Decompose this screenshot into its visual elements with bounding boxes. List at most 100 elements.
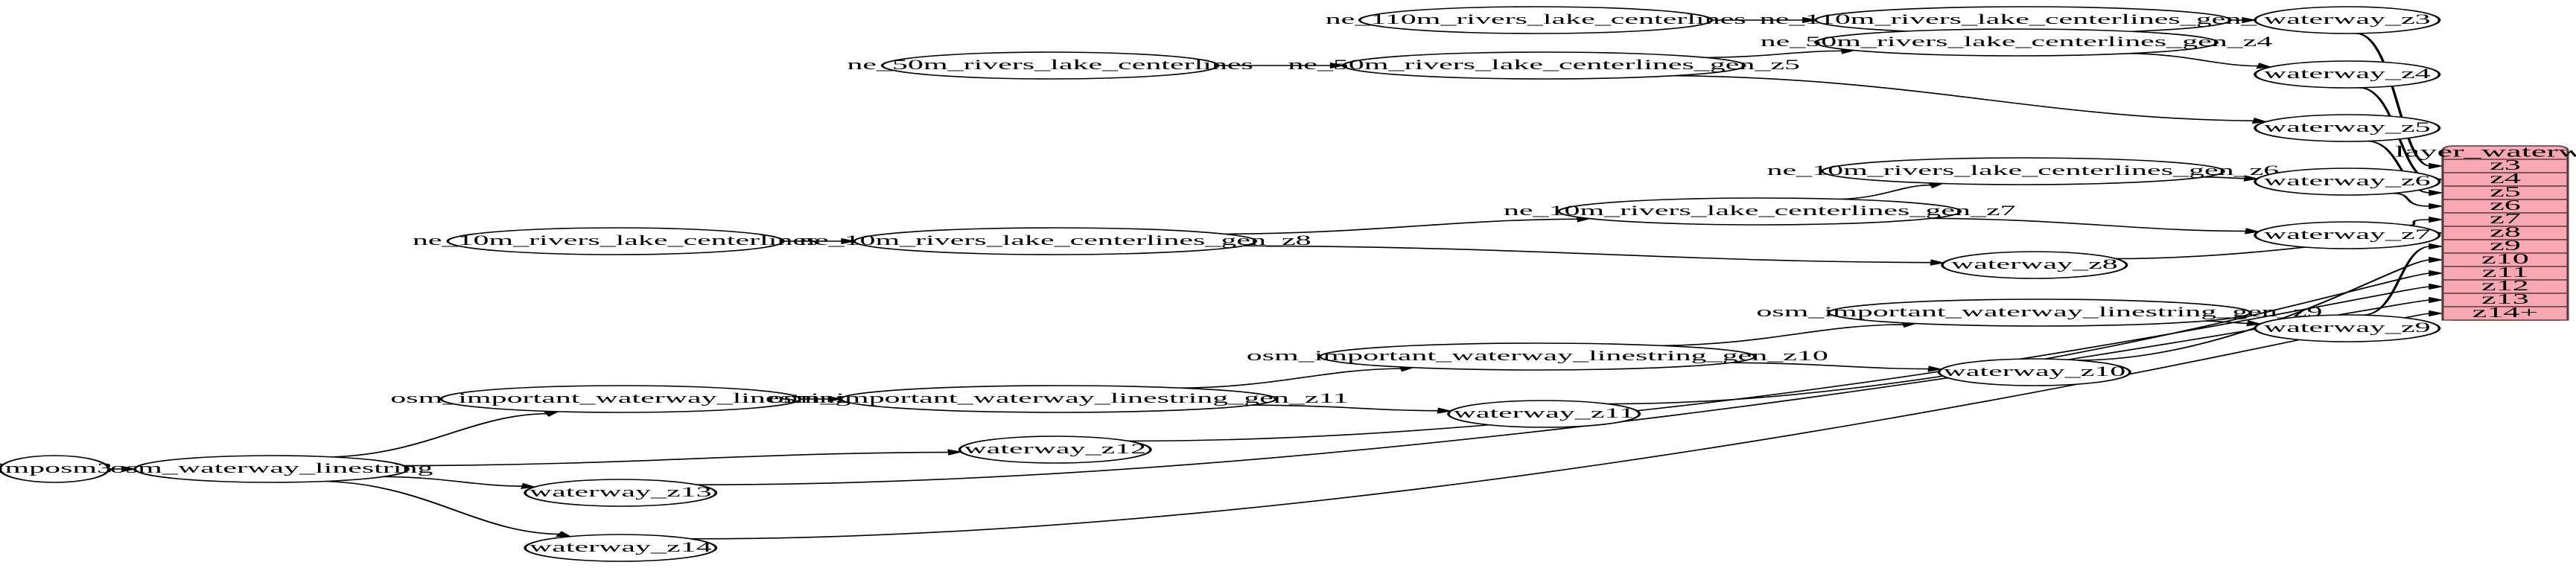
edge-arrowhead	[2245, 228, 2261, 234]
edge-osm_waterway_linestring-to-waterway_z13	[384, 476, 524, 487]
layer-table-header: layer_waterway	[2395, 143, 2576, 160]
edge-waterway_z9-to-layer_waterway-z9	[2362, 246, 2431, 316]
node-shape-ne_10m_rivers_lake_centerlines_gen_z7	[1557, 197, 1962, 226]
edge-arrowhead	[1329, 62, 1346, 69]
node-osm_important_waterway_linestring_gen_z11[interactable]: osm_important_waterway_linestring_gen_z1…	[768, 385, 1349, 413]
node-label-waterway_z3: waterway_z3	[2264, 12, 2431, 28]
node-osm_important_waterway_linestring_gen_z9[interactable]: osm_important_waterway_linestring_gen_z9	[1756, 299, 2322, 327]
node-label-ne_50m_rivers_lake_centerlines: ne_50m_rivers_lake_centerlines	[847, 57, 1253, 73]
node-osm_waterway_linestring[interactable]: osm_waterway_linestring	[110, 455, 433, 483]
node-waterway_z13[interactable]: waterway_z13	[524, 479, 718, 507]
node-waterway_z12[interactable]: waterway_z12	[958, 435, 1152, 464]
node-shape-waterway_z4	[2254, 60, 2441, 89]
node-shape-waterway_z3	[2254, 6, 2441, 34]
edge-osm_important_waterway_linestring_gen_z10-to-osm_important_waterway_linestring_gen_z9	[1662, 324, 1904, 347]
edge-arrowhead	[555, 531, 573, 537]
node-ne_110m_rivers_lake_centerlines_gen_z3[interactable]: ne_110m_rivers_lake_centerlines_gen_z3	[1760, 6, 2286, 34]
node-waterway_z6[interactable]: waterway_z6	[2254, 167, 2441, 196]
edge-arrowhead	[2429, 243, 2444, 250]
edge-arrowhead	[1802, 16, 1818, 24]
edge-osm_waterway_linestring-to-osm_important_waterway_linestring	[331, 412, 548, 458]
node-shape-osm_important_waterway_linestring_gen_z10	[1318, 342, 1756, 371]
edge-arrowhead	[2429, 162, 2444, 170]
node-waterway_z4[interactable]: waterway_z4	[2254, 60, 2441, 89]
layer-table-row-label-z13: z13	[2481, 291, 2529, 307]
edge-ne_10m_rivers_lake_centerlines_gen_z8-to-waterway_z8	[1244, 245, 1933, 264]
edge-arrowhead	[543, 411, 560, 417]
node-waterway_z11[interactable]: waterway_z11	[1447, 400, 1641, 428]
layer-table-row-label-z8: z8	[2490, 224, 2521, 240]
node-label-ne_50m_rivers_lake_centerlines_gen_z5: ne_50m_rivers_lake_centerlines_gen_z5	[1288, 57, 1800, 73]
node-ne_10m_rivers_lake_centerlines[interactable]: ne_10m_rivers_lake_centerlines	[413, 227, 818, 255]
layer-table-row-label-z6: z6	[2490, 197, 2521, 214]
node-waterway_z14[interactable]: waterway_z14	[524, 534, 718, 562]
layer-table-row-label-z12: z12	[2481, 278, 2529, 294]
node-osm_important_waterway_linestring[interactable]: osm_important_waterway_linestring	[390, 385, 850, 413]
node-label-ne_110m_rivers_lake_centerlines: ne_110m_rivers_lake_centerlines	[1326, 12, 1746, 28]
node-shape-waterway_z10	[1937, 358, 2131, 386]
node-shape-waterway_z6	[2254, 167, 2441, 196]
edge-osm_important_waterway_linestring_gen_z10-to-waterway_z10	[1731, 362, 1930, 370]
node-shape-waterway_z13	[524, 479, 718, 507]
edge-arrowhead	[121, 465, 137, 473]
edge-ne_50m_rivers_lake_centerlines_gen_z5-to-ne_50m_rivers_lake_centerlines_gen_z4	[1705, 50, 1843, 59]
edge-arrowhead	[1927, 366, 1944, 372]
edge-arrowhead	[2429, 216, 2444, 223]
node-ne_10m_rivers_lake_centerlines_gen_z6[interactable]: ne_10m_rivers_lake_centerlines_gen_z6	[1767, 157, 2280, 185]
node-label-waterway_z10: waterway_z10	[1943, 364, 2125, 380]
node-label-osm_important_waterway_linestring_gen_z9: osm_important_waterway_linestring_gen_z9	[1756, 304, 2322, 320]
node-waterway_z3[interactable]: waterway_z3	[2254, 6, 2441, 34]
node-shape-waterway_z8	[1941, 251, 2128, 279]
node-shape-osm_important_waterway_linestring_gen_z11	[839, 385, 1277, 413]
node-label-ne_110m_rivers_lake_centerlines_gen_z3: ne_110m_rivers_lake_centerlines_gen_z3	[1760, 12, 2286, 28]
node-osm_important_waterway_linestring_gen_z10[interactable]: osm_important_waterway_linestring_gen_z1…	[1247, 342, 1828, 371]
layer-table-row-label-z9: z9	[2490, 237, 2521, 254]
layer-table-row-z14+[interactable]	[2441, 306, 2569, 321]
edge-waterway_z5-to-layer_waterway-z5	[2366, 140, 2431, 194]
node-label-osm_waterway_linestring: osm_waterway_linestring	[110, 461, 433, 476]
edge-arrowhead	[2429, 283, 2444, 290]
node-ne_50m_rivers_lake_centerlines[interactable]: ne_50m_rivers_lake_centerlines	[847, 51, 1253, 80]
edges-layer	[108, 16, 2444, 540]
node-label-imposm3: imposm3	[0, 461, 112, 476]
layer-waterway-table: layer_waterwayz3z4z5z6z7z8z9z10z11z12z13…	[2395, 143, 2576, 321]
edge-ne_10m_rivers_lake_centerlines_gen_z7-to-ne_10m_rivers_lake_centerlines_gen_z6	[1839, 184, 1932, 200]
node-shape-waterway_z5	[2254, 114, 2441, 142]
node-waterway_z5[interactable]: waterway_z5	[2254, 114, 2441, 142]
node-label-waterway_z5: waterway_z5	[2264, 120, 2431, 135]
node-ne_10m_rivers_lake_centerlines_gen_z7[interactable]: ne_10m_rivers_lake_centerlines_gen_z7	[1504, 197, 2016, 226]
edge-waterway_z6-to-layer_waterway-z6	[2392, 192, 2431, 207]
node-imposm3[interactable]: imposm3	[0, 455, 112, 483]
edge-ne_50m_rivers_lake_centerlines_gen_z5-to-waterway_z5	[1674, 74, 2255, 122]
node-shape-ne_10m_rivers_lake_centerlines_gen_z8	[853, 227, 1258, 255]
node-ne_10m_rivers_lake_centerlines_gen_z8[interactable]: ne_10m_rivers_lake_centerlines_gen_z8	[799, 227, 1311, 255]
node-label-ne_50m_rivers_lake_centerlines_gen_z4: ne_50m_rivers_lake_centerlines_gen_z4	[1761, 34, 2273, 50]
node-waterway_z8[interactable]: waterway_z8	[1941, 251, 2128, 279]
node-waterway_z10[interactable]: waterway_z10	[1937, 358, 2131, 386]
edge-arrowhead	[827, 395, 844, 403]
node-ne_110m_rivers_lake_centerlines[interactable]: ne_110m_rivers_lake_centerlines	[1326, 6, 1746, 34]
node-label-ne_10m_rivers_lake_centerlines_gen_z6: ne_10m_rivers_lake_centerlines_gen_z6	[1767, 163, 2280, 179]
edge-ne_10m_rivers_lake_centerlines_gen_z6-to-waterway_z6	[2204, 176, 2246, 179]
node-shape-ne_50m_rivers_lake_centerlines_gen_z5	[1341, 51, 1746, 80]
node-ne_50m_rivers_lake_centerlines_gen_z5[interactable]: ne_50m_rivers_lake_centerlines_gen_z5	[1288, 51, 1800, 80]
edge-arrowhead	[521, 482, 537, 490]
node-label-osm_important_waterway_linestring: osm_important_waterway_linestring	[390, 391, 850, 406]
node-shape-osm_important_waterway_linestring	[439, 385, 801, 413]
node-waterway_z7[interactable]: waterway_z7	[2254, 221, 2441, 249]
node-ne_50m_rivers_lake_centerlines_gen_z4[interactable]: ne_50m_rivers_lake_centerlines_gen_z4	[1761, 28, 2273, 57]
node-shape-waterway_z11	[1447, 400, 1641, 428]
node-label-ne_10m_rivers_lake_centerlines: ne_10m_rivers_lake_centerlines	[413, 233, 818, 249]
node-label-waterway_z13: waterway_z13	[529, 485, 712, 500]
node-label-ne_10m_rivers_lake_centerlines_gen_z7: ne_10m_rivers_lake_centerlines_gen_z7	[1504, 203, 2016, 219]
edge-arrowhead	[2429, 256, 2444, 264]
layer-table-row-label-z10: z10	[2481, 251, 2529, 267]
edge-waterway_z11-to-layer_waterway-z11	[1607, 272, 2431, 405]
edge-arrowhead	[2429, 189, 2444, 197]
edge-arrowhead	[2429, 202, 2444, 210]
node-waterway_z9[interactable]: waterway_z9	[2254, 314, 2441, 342]
layer-table-row-label-z14+: z14+	[2472, 304, 2539, 321]
